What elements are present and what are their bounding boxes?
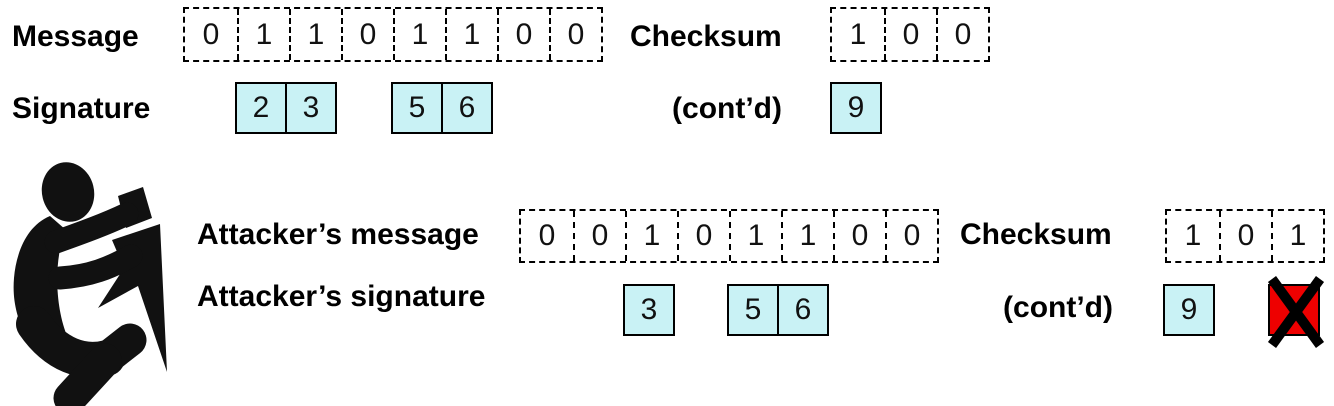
attacker-contd-label: (cont’d) (1003, 291, 1113, 324)
attacker-person-icon (13, 162, 167, 406)
attacker-message-bit-cell: 1 (729, 211, 781, 261)
attacker-message-bit-cell: 0 (833, 211, 885, 261)
checksum-bit-cell: 0 (936, 9, 988, 60)
attacker-message-bit-cell: 1 (781, 211, 833, 261)
checksum-label: Checksum (630, 20, 782, 53)
attacker-checksum-bit-cell: 1 (1271, 211, 1323, 261)
message-bit-cell: 1 (289, 9, 341, 60)
signature-value-box: 5 (391, 82, 443, 134)
attacker-message-bit-strip: 0 0 1 0 1 1 0 0 (519, 209, 939, 263)
attacker-signature-value-box: 5 (727, 284, 779, 336)
message-bit-strip: 0 1 1 0 1 1 0 0 (183, 7, 603, 62)
checksum-bit-strip: 1 0 0 (830, 7, 990, 62)
signature-value-box: 6 (441, 82, 493, 134)
signature-pair-2-3: 2 3 (235, 82, 337, 134)
signature-checksum-box: 9 (830, 82, 882, 134)
attacker-signature-pair-5-6: 5 6 (727, 284, 829, 336)
attacker-checksum-bit-cell: 0 (1219, 211, 1271, 261)
message-bit-cell: 1 (445, 9, 497, 60)
attacker-message-label: Attacker’s message (197, 218, 479, 251)
attacker-message-bit-cell: 0 (677, 211, 729, 261)
attacker-checksum-bit-cell: 1 (1184, 219, 1202, 252)
attacker-message-bit-cell: 0 (538, 219, 556, 252)
message-bit-cell: 1 (393, 9, 445, 60)
contd-label: (cont’d) (672, 92, 782, 125)
attacker-checksum-bit-strip: 1 0 1 (1165, 209, 1325, 263)
attacker-message-bit-cell: 0 (885, 211, 937, 261)
attacker-checksum-label: Checksum (960, 218, 1112, 251)
signature-pair-5-6: 5 6 (391, 82, 493, 134)
attacker-message-bit-cell: 0 (573, 211, 625, 261)
attacker-message-bit-cell: 1 (625, 211, 677, 261)
message-bit-cell: 0 (549, 9, 601, 60)
message-bit-cell: 0 (202, 17, 220, 51)
message-bit-cell: 0 (341, 9, 393, 60)
message-label: Message (12, 20, 139, 53)
attacker-signature-label: Attacker’s signature (197, 280, 486, 313)
message-bit-cell: 0 (497, 9, 549, 60)
attacker-signature-value-box: 3 (623, 284, 675, 336)
signature-label: Signature (12, 92, 151, 125)
attacker-signature-checksum-box: 9 (1163, 284, 1215, 336)
message-bit-cell: 1 (237, 9, 289, 60)
checksum-bit-cell: 1 (849, 17, 867, 51)
signature-value-box: 3 (285, 82, 337, 134)
signature-value-box: 2 (235, 82, 287, 134)
x-cross-icon (1267, 276, 1325, 348)
checksum-bit-cell: 0 (884, 9, 936, 60)
attacker-signature-value-box: 6 (777, 284, 829, 336)
invalid-signature-box (1267, 276, 1325, 348)
